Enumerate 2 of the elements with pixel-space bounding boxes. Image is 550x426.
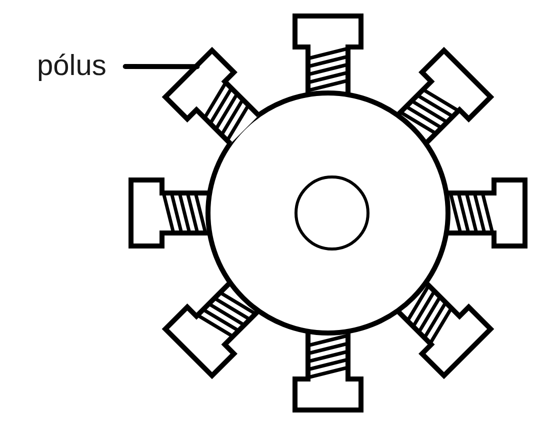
leader-line [122,64,200,70]
callout-label: pólus [37,52,106,81]
